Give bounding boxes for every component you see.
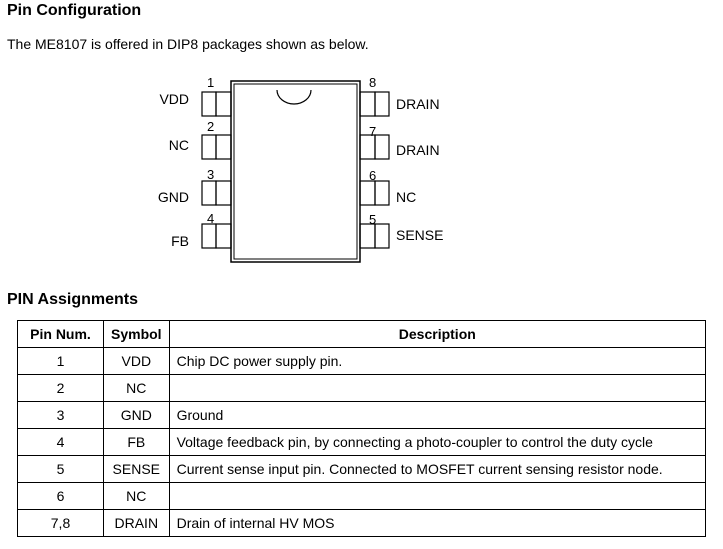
description-cell: Chip DC power supply pin. — [168, 347, 707, 375]
symbol-cell: NC — [103, 374, 170, 402]
left-pin-label: NC — [169, 137, 189, 153]
header-symbol: Symbol — [103, 320, 170, 348]
right-pin-label: DRAIN — [396, 96, 440, 112]
pin-num-cell: 2 — [17, 374, 104, 402]
table-row: 5 SENSE Current sense input pin. Connect… — [17, 455, 707, 483]
description-cell: Current sense input pin. Connected to MO… — [168, 455, 707, 483]
table-row: 1 VDD Chip DC power supply pin. — [17, 347, 707, 375]
symbol-cell: VDD — [103, 347, 170, 375]
description-cell: Drain of internal HV MOS — [168, 509, 707, 537]
pin-num-cell: 7,8 — [17, 509, 104, 537]
left-pin-2: 2 NC — [169, 119, 232, 160]
left-pin-label: VDD — [159, 91, 189, 107]
left-pin-number: 2 — [207, 119, 214, 134]
symbol-cell: NC — [103, 482, 170, 510]
package-body-inner — [233, 83, 358, 260]
table-row: 7,8 DRAIN Drain of internal HV MOS — [17, 509, 707, 537]
header-pin-num: Pin Num. — [17, 320, 104, 348]
left-pin-3: 3 GND — [158, 167, 232, 206]
left-pin-number: 1 — [207, 75, 214, 90]
description-cell: Ground — [168, 401, 707, 429]
right-pin-5: 5 SENSE — [359, 212, 443, 249]
symbol-cell: FB — [103, 428, 170, 456]
right-pin-7: 7 DRAIN — [359, 124, 440, 160]
intro-text: The ME8107 is offered in DIP8 packages s… — [7, 36, 369, 52]
pin-assignments-table: Pin Num. Symbol Description 1 VDD Chip D… — [17, 320, 707, 537]
table-row: 3 GND Ground — [17, 401, 707, 429]
header-description: Description — [168, 320, 707, 348]
right-pin-label: NC — [396, 189, 416, 205]
left-pin-number: 3 — [207, 167, 214, 182]
pin-num-cell: 6 — [17, 482, 104, 510]
right-pin-number: 8 — [369, 75, 376, 90]
symbol-cell: DRAIN — [103, 509, 170, 537]
right-pin-number: 6 — [369, 168, 376, 183]
table-row: 4 FB Voltage feedback pin, by connecting… — [17, 428, 707, 456]
pin-num-cell: 3 — [17, 401, 104, 429]
right-pin-number: 7 — [369, 124, 376, 139]
right-pin-number: 5 — [369, 212, 376, 227]
symbol-cell: SENSE — [103, 455, 170, 483]
left-pin-1: 1 VDD — [159, 75, 232, 117]
pin1-notch — [276, 89, 312, 105]
left-pin-label: FB — [171, 233, 189, 249]
right-pin-6: 6 NC — [359, 168, 416, 206]
table-row: 6 NC — [17, 482, 707, 510]
pin-num-cell: 4 — [17, 428, 104, 456]
right-pin-label: SENSE — [396, 227, 443, 243]
left-pin-4: 4 FB — [171, 211, 232, 249]
description-cell: Voltage feedback pin, by connecting a ph… — [168, 428, 707, 456]
table-header-row: Pin Num. Symbol Description — [17, 320, 707, 348]
table-row: 2 NC — [17, 374, 707, 402]
description-cell — [168, 482, 707, 510]
pin-num-cell: 5 — [17, 455, 104, 483]
page-title: Pin Configuration — [7, 2, 142, 19]
pin-num-cell: 1 — [17, 347, 104, 375]
pin-assignments-title: PIN Assignments — [7, 291, 138, 308]
left-pin-number: 4 — [207, 211, 214, 226]
left-pin-label: GND — [158, 189, 189, 205]
symbol-cell: GND — [103, 401, 170, 429]
dip8-package-diagram: 1 VDD 2 NC 3 GND 4 FB 8 DRAIN 7 DRAIN 6 … — [158, 75, 443, 263]
package-body — [230, 80, 361, 263]
description-cell — [168, 374, 707, 402]
right-pin-label: DRAIN — [396, 142, 440, 158]
right-pin-8: 8 DRAIN — [359, 75, 440, 117]
